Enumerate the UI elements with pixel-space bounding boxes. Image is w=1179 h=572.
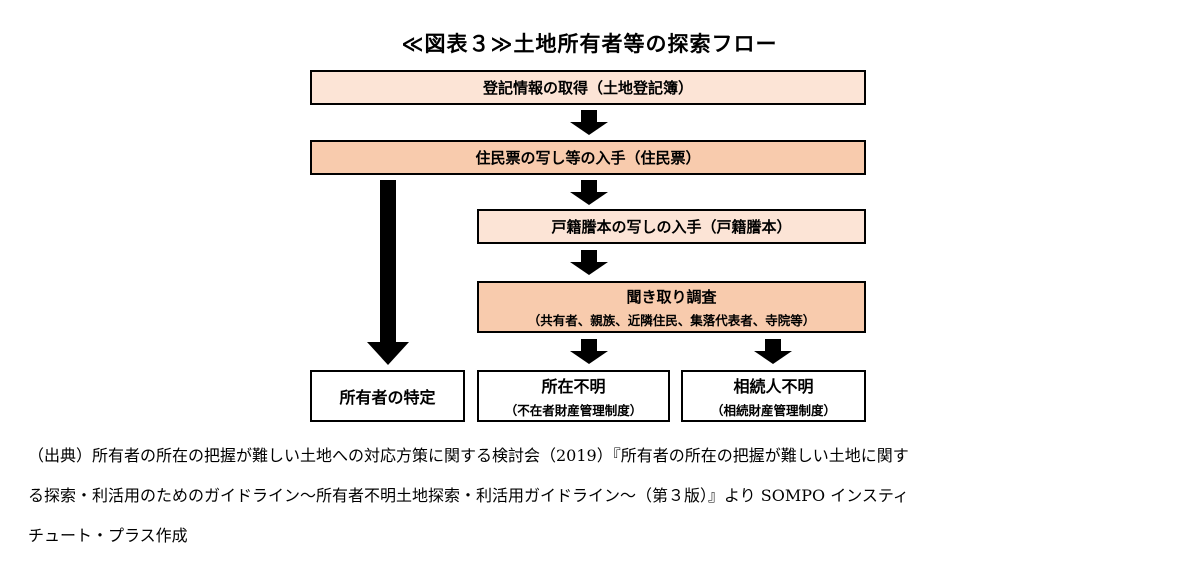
outcome-location-unknown-sub: （不在者財産管理制度）	[504, 403, 643, 418]
step-interview-survey: 聞き取り調査 （共有者、親族、近隣住民、集落代表者、寺院等）	[477, 281, 866, 333]
arrow-down-1	[570, 110, 608, 135]
step-family-register: 戸籍謄本の写しの入手（戸籍謄本）	[477, 209, 866, 244]
outcome-location-unknown-label: 所在不明	[541, 377, 606, 396]
step-interview-survey-label: 聞き取り調査	[626, 287, 717, 306]
arrow-down-2	[570, 180, 608, 205]
step-registry-info: 登記情報の取得（土地登記簿）	[310, 70, 866, 105]
step-resident-certificate: 住民票の写し等の入手（住民票）	[310, 140, 866, 175]
outcome-owner-identified-label: 所有者の特定	[339, 388, 436, 407]
outcome-heir-unknown-sub: （相続財産管理制度）	[710, 403, 836, 418]
outcome-location-unknown: 所在不明 （不在者財産管理制度）	[477, 370, 670, 422]
source-caption: （出典）所有者の所在の把握が難しい土地への対応方策に関する検討会（2019）『所…	[28, 436, 1158, 556]
step-registry-info-label: 登記情報の取得（土地登記簿）	[482, 79, 693, 97]
arrow-down-unknown-heir	[754, 339, 792, 364]
arrow-down-unknown-location	[570, 339, 608, 364]
outcome-heir-unknown-label: 相続人不明	[733, 377, 814, 396]
step-family-register-label: 戸籍謄本の写しの入手（戸籍謄本）	[551, 218, 792, 236]
caption-line-1: （出典）所有者の所在の把握が難しい土地への対応方策に関する検討会（2019）『所…	[28, 446, 909, 465]
outcome-owner-identified: 所有者の特定	[310, 370, 465, 422]
caption-line-2: る探索・利活用のためのガイドライン～所有者不明土地探索・利活用ガイドライン～（第…	[28, 486, 909, 505]
diagram-title: ≪図表３≫土地所有者等の探索フロー	[401, 32, 778, 56]
arrow-down-3	[570, 250, 608, 275]
arrow-down-long	[367, 180, 409, 365]
step-resident-certificate-label: 住民票の写し等の入手（住民票）	[475, 149, 701, 167]
caption-line-3: チュート・プラス作成	[28, 526, 188, 545]
outcome-heir-unknown: 相続人不明 （相続財産管理制度）	[681, 370, 866, 422]
step-interview-survey-sub: （共有者、親族、近隣住民、集落代表者、寺院等）	[527, 312, 816, 328]
